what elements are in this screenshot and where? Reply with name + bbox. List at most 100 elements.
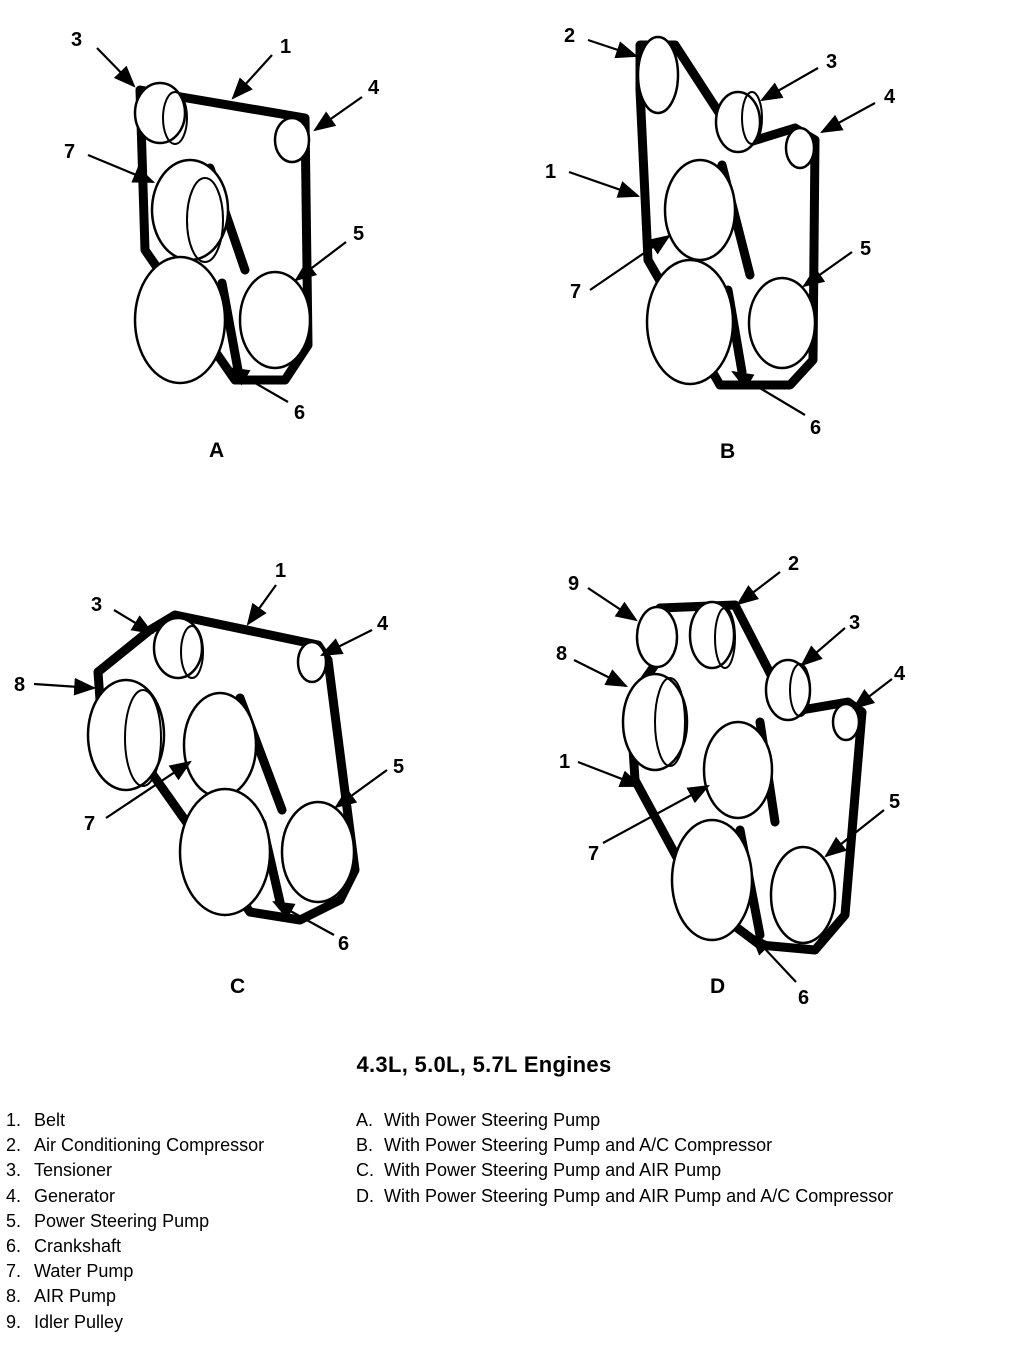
generator-pulley	[784, 126, 816, 170]
callout-9: 9	[568, 573, 579, 595]
parts-legend: 1. Belt 2.Air Conditioning Compressor 3.T…	[6, 1108, 264, 1335]
generator-pulley	[296, 640, 328, 684]
legend-label: Power Steering Pump	[34, 1210, 210, 1231]
callout-arrow	[820, 102, 876, 134]
callout-6: 6	[338, 933, 349, 955]
legend-number: 6.	[6, 1236, 22, 1257]
callout-1: 1	[559, 751, 570, 773]
tensioner-pulley	[764, 658, 812, 722]
callout-arrow	[96, 47, 136, 88]
callout-7: 7	[84, 813, 95, 835]
legend-label: With Power Steering Pump and A/C Compres…	[384, 1135, 773, 1156]
legend-item: 9. Idler Pulley	[6, 1310, 264, 1335]
callout-arrow	[313, 96, 363, 132]
legend-number: 5.	[6, 1210, 22, 1231]
callout-4: 4	[368, 77, 380, 99]
callout-8: 8	[14, 674, 25, 696]
crankshaft-pulley	[670, 818, 754, 942]
panel-caption: B	[720, 440, 735, 463]
crankshaft-pulley	[133, 255, 227, 385]
ac-compressor-pulley	[688, 600, 736, 670]
water-pump-pulley	[663, 158, 737, 262]
legend-label: Generator	[34, 1185, 116, 1206]
legend-label: Water Pump	[34, 1261, 134, 1282]
callout-arrow	[800, 627, 846, 667]
legend-item: 4. Generator	[6, 1184, 264, 1209]
water-pump-pulley	[150, 158, 230, 263]
callout-4: 4	[894, 663, 906, 685]
legend-item: 1. Belt	[6, 1108, 264, 1133]
power-steering-pulley	[238, 270, 312, 370]
power-steering-pulley	[769, 845, 837, 945]
callout-arrow	[320, 629, 373, 656]
power-steering-pulley	[747, 276, 817, 370]
legend-letter: D.	[356, 1185, 374, 1206]
power-steering-pulley	[280, 800, 356, 904]
panel-caption: D	[710, 975, 725, 998]
callout-5: 5	[353, 223, 364, 245]
legend-item: 2.Air Conditioning Compressor	[6, 1133, 264, 1158]
callout-arrow	[272, 900, 335, 936]
callout-arrow	[760, 67, 819, 102]
panel-caption: A	[209, 439, 224, 462]
legend-label: Belt	[34, 1110, 66, 1130]
panel-d: 1 2 3 4 5 6 7 8 9 D	[556, 553, 906, 1009]
legend-number: 2.	[6, 1135, 22, 1156]
callout-arrow	[568, 170, 641, 198]
water-pump-pulley	[182, 691, 258, 799]
callout-4: 4	[377, 613, 389, 635]
callout-arrow	[33, 677, 97, 696]
ac-compressor-pulley	[636, 35, 680, 115]
callout-arrow	[87, 153, 156, 184]
tensioner-pulley	[133, 81, 188, 145]
crankshaft-pulley	[178, 787, 272, 917]
callout-arrow	[113, 609, 154, 635]
callout-arrow	[589, 234, 671, 291]
legend-item: 5. Power Steering Pump	[6, 1209, 264, 1234]
callout-2: 2	[564, 25, 575, 47]
panel-caption: C	[230, 975, 245, 998]
legend-item: A.With Power Steering Pump	[356, 1108, 893, 1133]
callout-6: 6	[798, 987, 809, 1009]
legend-number: 3.	[6, 1160, 22, 1181]
air-pump-pulley	[86, 678, 166, 792]
callout-4: 4	[884, 86, 896, 108]
callout-arrow	[105, 760, 192, 819]
legend-number: 1.	[6, 1110, 22, 1130]
legend-number: 7.	[6, 1261, 22, 1282]
generator-pulley	[831, 702, 861, 742]
callout-arrow	[731, 370, 806, 416]
callout-arrow	[824, 809, 885, 858]
callout-6: 6	[294, 402, 305, 424]
callout-arrow	[802, 251, 853, 288]
callout-arrow	[577, 760, 643, 788]
callout-7: 7	[570, 281, 581, 303]
crank-belt	[217, 278, 243, 375]
callout-arrow	[587, 587, 638, 622]
crankshaft-pulley	[645, 258, 735, 386]
callout-arrow	[573, 659, 628, 687]
diagram-title: 4.3L, 5.0L, 5.7L Engines	[356, 1052, 612, 1077]
legend-item: C.With Power Steering Pump and AIR Pump	[356, 1158, 893, 1183]
legend-item: D.With Power Steering Pump and AIR Pump …	[356, 1184, 893, 1209]
callout-2: 2	[788, 553, 799, 575]
legend-item: B.With Power Steering Pump and A/C Compr…	[356, 1133, 893, 1158]
legend-item: 3.Tensioner	[6, 1158, 264, 1183]
legend-number: 9.	[6, 1311, 22, 1332]
callout-8: 8	[556, 643, 567, 665]
legend-label: Idler Pulley	[34, 1311, 124, 1332]
callout-1: 1	[280, 36, 291, 58]
callout-arrow	[334, 769, 388, 809]
legend-letter: C.	[356, 1160, 374, 1181]
callout-7: 7	[64, 141, 75, 163]
callout-arrow	[852, 678, 893, 710]
legend-label: Crankshaft	[34, 1236, 122, 1257]
callout-arrow	[231, 54, 273, 100]
callout-5: 5	[889, 791, 900, 813]
configurations-legend: A.With Power Steering Pump B.With Power …	[356, 1108, 893, 1209]
panel-c: 1 3 4 5 6 7 8 C	[14, 560, 404, 998]
callout-arrow	[750, 933, 797, 983]
legend-number: 4.	[6, 1185, 22, 1206]
legend-item: 6. Crankshaft	[6, 1234, 264, 1259]
callout-5: 5	[860, 238, 871, 260]
